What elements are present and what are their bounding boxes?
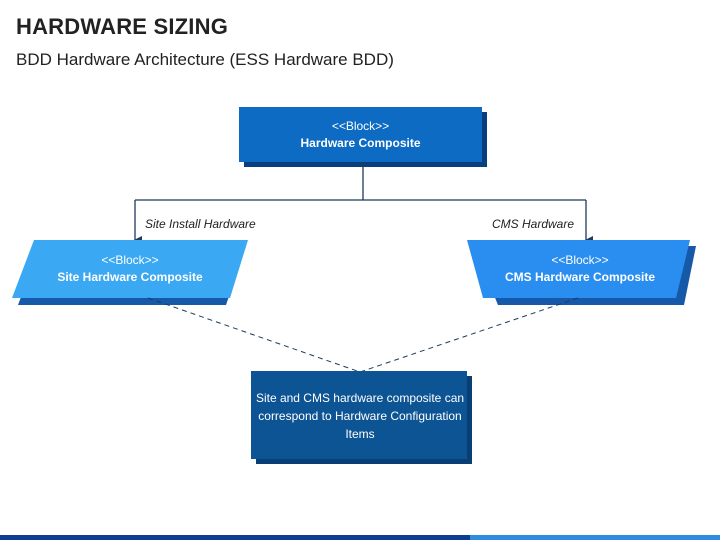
top-block[interactable]: <<Block>> Hardware Composite bbox=[239, 107, 482, 162]
note-shape[interactable] bbox=[251, 371, 467, 459]
top-block-shape[interactable] bbox=[239, 107, 482, 162]
top-block-name: Hardware Composite bbox=[300, 135, 421, 150]
left-block-name: Site Hardware Composite bbox=[57, 270, 203, 284]
right-block-shape[interactable] bbox=[467, 240, 690, 298]
edge-label-cms: CMS Hardware bbox=[492, 217, 575, 231]
note-text: Site and CMS hardware composite can corr… bbox=[255, 391, 465, 441]
left-block[interactable]: <<Block>> Site Hardware Composite bbox=[22, 240, 238, 298]
dashed-link-right bbox=[359, 297, 579, 373]
page-subtitle: BDD Hardware Architecture (ESS Hardware … bbox=[16, 50, 394, 69]
bottom-bar-dark-segment bbox=[0, 535, 470, 540]
right-block-name: CMS Hardware Composite bbox=[504, 270, 656, 284]
page-title: HARDWARE SIZING bbox=[16, 14, 228, 39]
dashed-link-left bbox=[147, 297, 361, 373]
left-block-shape[interactable] bbox=[12, 240, 248, 298]
bottom-accent-bar bbox=[0, 535, 720, 540]
bottom-bar-light-segment bbox=[470, 535, 720, 540]
top-block-stereotype: <<Block>> bbox=[331, 118, 390, 133]
left-block-stereotype: <<Block>> bbox=[101, 253, 159, 267]
right-block-stereotype: <<Block>> bbox=[551, 253, 609, 267]
right-block[interactable]: <<Block>> CMS Hardware Composite bbox=[476, 240, 684, 298]
edge-label-site-install: Site Install Hardware bbox=[145, 217, 256, 231]
